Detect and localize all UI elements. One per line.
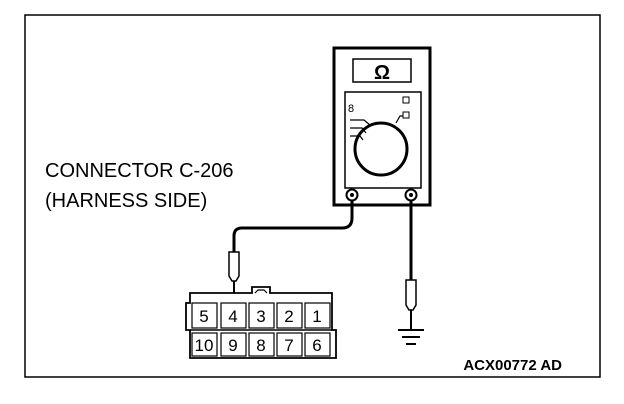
- probe-left-icon: [228, 251, 240, 282]
- connector-label-line2: (HARNESS SIDE): [45, 190, 207, 212]
- multimeter-display: [352, 58, 412, 83]
- diagram-frame: [24, 14, 601, 378]
- probe-jack-right-core: [409, 193, 413, 197]
- pin-label-9: 9: [228, 336, 237, 355]
- connector-cell: [248, 332, 275, 357]
- pin-label-3: 3: [256, 307, 265, 326]
- connector-cell: [304, 332, 331, 357]
- rotary-dial-icon: [353, 121, 409, 177]
- pin-label-1: 1: [312, 307, 321, 326]
- connector-c206: 5 4 3 2 1 10 9 8 7 6: [185, 286, 337, 359]
- range-tick-lines: [350, 115, 405, 141]
- multimeter: Ω 8: [332, 46, 432, 207]
- pin-label-5: 5: [199, 307, 208, 326]
- pin-label-4: 4: [228, 307, 237, 326]
- connector-cell: [248, 302, 275, 329]
- figure-code: ACX00772 AD: [463, 357, 562, 374]
- connector-label-line1: CONNECTOR C-206: [45, 160, 234, 182]
- connector-cell: [276, 302, 303, 329]
- pin-label-6: 6: [312, 336, 321, 355]
- range-indicator-box: [402, 111, 410, 119]
- test-lead-left: [232, 200, 354, 252]
- connector-cell: [220, 302, 247, 329]
- range-indicator-box: [402, 96, 410, 104]
- probe-jack-left-core: [350, 193, 354, 197]
- connector-cell: [191, 332, 218, 357]
- pin-label-10: 10: [195, 336, 214, 355]
- connector-cell: [191, 302, 218, 329]
- connector-latch: [254, 289, 268, 294]
- connector-housing: [185, 286, 337, 359]
- connector-cell: [304, 302, 331, 329]
- connector-cell: [220, 332, 247, 357]
- ohm-symbol-icon: Ω: [374, 62, 390, 84]
- pin-label-2: 2: [284, 307, 293, 326]
- probe-right-icon: [405, 279, 417, 311]
- ground-symbol-icon: [398, 329, 424, 345]
- pin-label-8: 8: [256, 336, 265, 355]
- range-mark-label: 8: [348, 103, 354, 115]
- connector-cell: [276, 332, 303, 357]
- pin-label-7: 7: [284, 336, 293, 355]
